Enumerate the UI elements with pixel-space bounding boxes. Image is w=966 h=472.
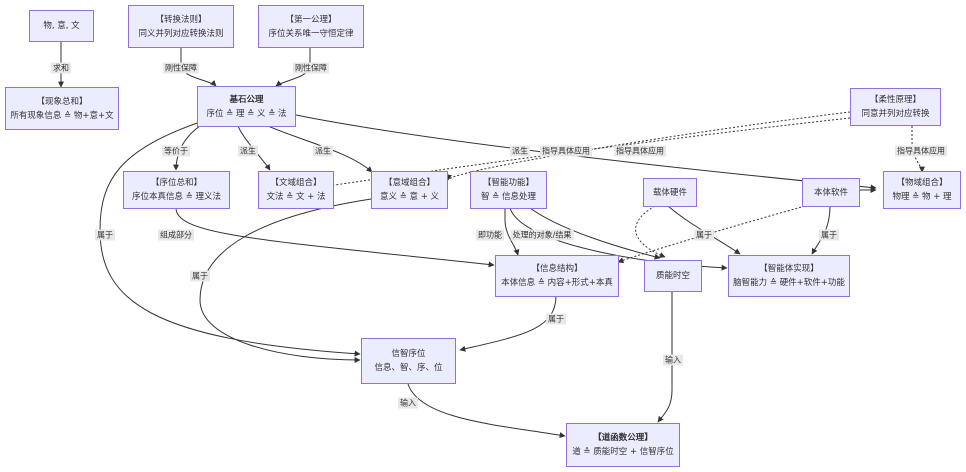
node-rouxing-title: 【柔性原理】	[869, 95, 921, 105]
node-zhinengti-title: 【智能体实现】	[759, 264, 819, 274]
node-daohanshu-title: 【道函数公理】	[593, 433, 653, 443]
node-zhinengti-desc: 脑智能力 ≙ 硬件+软件+功能	[733, 278, 845, 288]
node-wuyu[interactable]: 【物域组合】 物理 ≙ 物 + 理	[883, 171, 961, 209]
edge-shuyu2	[199, 197, 379, 363]
node-zhuanhuan-title: 【转换法则】	[155, 14, 207, 25]
edge-shuyu1	[99, 121, 361, 357]
edge-label-zhidao3: 指导具体应用	[895, 145, 947, 157]
node-xinzhi[interactable]: 信智序位 信息、智、序、位	[361, 338, 456, 384]
node-zaineng-label: 载体硬件	[652, 187, 687, 198]
edge-label-shuyu1: 属于	[95, 229, 115, 241]
edge-label-jigongneng: 即功能	[476, 229, 504, 241]
edge-label-zhidao2: 指导具体应用	[614, 145, 666, 157]
node-xianxiang-desc: 所有现象信息 ≙ 物+意+文	[10, 110, 114, 121]
node-zhineng-gongneng-desc: 智 ≙ 信息处理	[480, 192, 537, 202]
node-jishi-desc: 序位 ≙ 理 ≙ 义 ≙ 法	[206, 108, 287, 119]
node-wenyu-desc: 文法 ≙ 文 + 法	[266, 192, 326, 202]
edge-zaineng-shikong	[635, 205, 666, 258]
edge-chuli	[529, 207, 661, 260]
edge-label-shuru1: 输入	[398, 397, 418, 409]
node-xinzhi-title: 信智序位	[391, 349, 426, 359]
node-benti-ruanjian-label: 本体软件	[813, 187, 848, 198]
node-wuyu-desc: 物理 ≙ 物 + 理	[892, 192, 952, 202]
node-xinzhi-desc: 信息、智、序、位	[374, 363, 443, 373]
node-daohanshu-desc: 道 ≙ 质能时空 + 信智序位	[572, 447, 674, 457]
node-wu-yi-wen-line1: 物, 意, 文	[43, 21, 80, 31]
edge-label-zucheng: 组成部分	[158, 229, 194, 241]
node-xuwei-zonghe-title: 【序位总和】	[150, 178, 202, 188]
node-jishi[interactable]: 基石公理 序位 ≙ 理 ≙ 义 ≙ 法	[197, 86, 296, 127]
edge-label-shuru2: 输入	[663, 354, 683, 366]
node-wuyu-title: 【物域组合】	[896, 178, 948, 188]
node-diyi-title: 【第一公理】	[285, 14, 337, 25]
edge-label-chuli: 处理的对象/结果	[510, 229, 574, 241]
edge-label-paisheng1: 派生	[238, 145, 258, 157]
node-zhinengti[interactable]: 【智能体实现】 脑智能力 ≙ 硬件+软件+功能	[728, 255, 850, 297]
node-xianxiang-title: 【现象总和】	[36, 96, 88, 107]
edge-jigongneng	[504, 208, 520, 256]
node-diyi[interactable]: 【第一公理】 序位关系唯一守恒定律	[258, 5, 364, 48]
node-zhineng-shikong-label: 质能时空	[655, 271, 690, 281]
edge-label-paisheng3: 派生	[510, 145, 530, 157]
node-zhuanhuan[interactable]: 【转换法则】 同义并列对应转换法则	[128, 5, 234, 48]
node-wenyu-title: 【文域组合】	[270, 178, 322, 188]
edge-label-gangxing2: 刚性保障	[293, 62, 329, 74]
node-xinxi-jiegou[interactable]: 【信息结构】 本体信息 ≙ 内容+形式+本真	[495, 255, 619, 297]
node-zhineng-gongneng-title: 【智能功能】	[482, 178, 534, 188]
node-jishi-title: 基石公理	[229, 94, 264, 105]
edge-label-zhidao1: 指导具体应用	[540, 145, 592, 157]
edge-zhidao1	[446, 111, 851, 181]
edge-zhidao3	[911, 126, 925, 173]
edge-shuru1	[407, 383, 566, 439]
edge-label-gangxing1: 刚性保障	[163, 62, 199, 74]
node-rouxing-desc: 同意并列对应转换	[861, 109, 930, 119]
edge-label-shuyu4: 属于	[819, 229, 839, 241]
node-xianxiang[interactable]: 【现象总和】 所有现象信息 ≙ 物+意+文	[5, 87, 119, 130]
node-zhuanhuan-desc: 同义并列对应转换法则	[138, 28, 224, 39]
node-yiyu[interactable]: 【意域组合】 意义 ≙ 意 + 义	[371, 171, 448, 209]
node-xinxi-jiegou-desc: 本体信息 ≙ 内容+形式+本真	[501, 278, 613, 288]
edge-label-shuyu5: 属于	[546, 313, 566, 325]
node-wenyu[interactable]: 【文域组合】 文法 ≙ 文 + 法	[258, 171, 334, 209]
edge-label-qiuhe: 求和	[51, 62, 71, 74]
edge-label-shuyu3: 属于	[694, 229, 714, 241]
node-zaineng[interactable]: 载体硬件	[643, 178, 697, 207]
node-xuwei-zonghe[interactable]: 【序位总和】 序位本真信息 ≙ 理义法	[123, 171, 230, 209]
node-wu-yi-wen[interactable]: 物, 意, 文	[29, 10, 94, 42]
edge-zucheng	[175, 207, 495, 268]
node-yiyu-desc: 意义 ≙ 意 + 义	[379, 192, 440, 202]
node-zhineng-gongneng[interactable]: 【智能功能】 智 ≙ 信息处理	[470, 171, 547, 209]
edge-label-dengjia: 等价于	[162, 145, 190, 157]
node-yiyu-title: 【意域组合】	[383, 178, 435, 188]
node-rouxing[interactable]: 【柔性原理】 同意并列对应转换	[850, 88, 941, 126]
node-diyi-desc: 序位关系唯一守恒定律	[268, 28, 354, 39]
edge-shuru2	[657, 292, 673, 423]
node-xuwei-zonghe-desc: 序位本真信息 ≙ 理义法	[131, 192, 222, 202]
edge-label-shuyu2: 属于	[190, 270, 210, 282]
node-benti-ruanjian[interactable]: 本体软件	[802, 178, 860, 207]
node-xinxi-jiegou-title: 【信息结构】	[531, 264, 583, 274]
edge-label-paisheng2: 派生	[313, 145, 333, 157]
node-zhineng-shikong[interactable]: 质能时空	[644, 260, 702, 292]
node-daohanshu[interactable]: 【道函数公理】 道 ≙ 质能时空 + 信智序位	[566, 423, 680, 467]
edge-shuyu5	[459, 295, 557, 352]
